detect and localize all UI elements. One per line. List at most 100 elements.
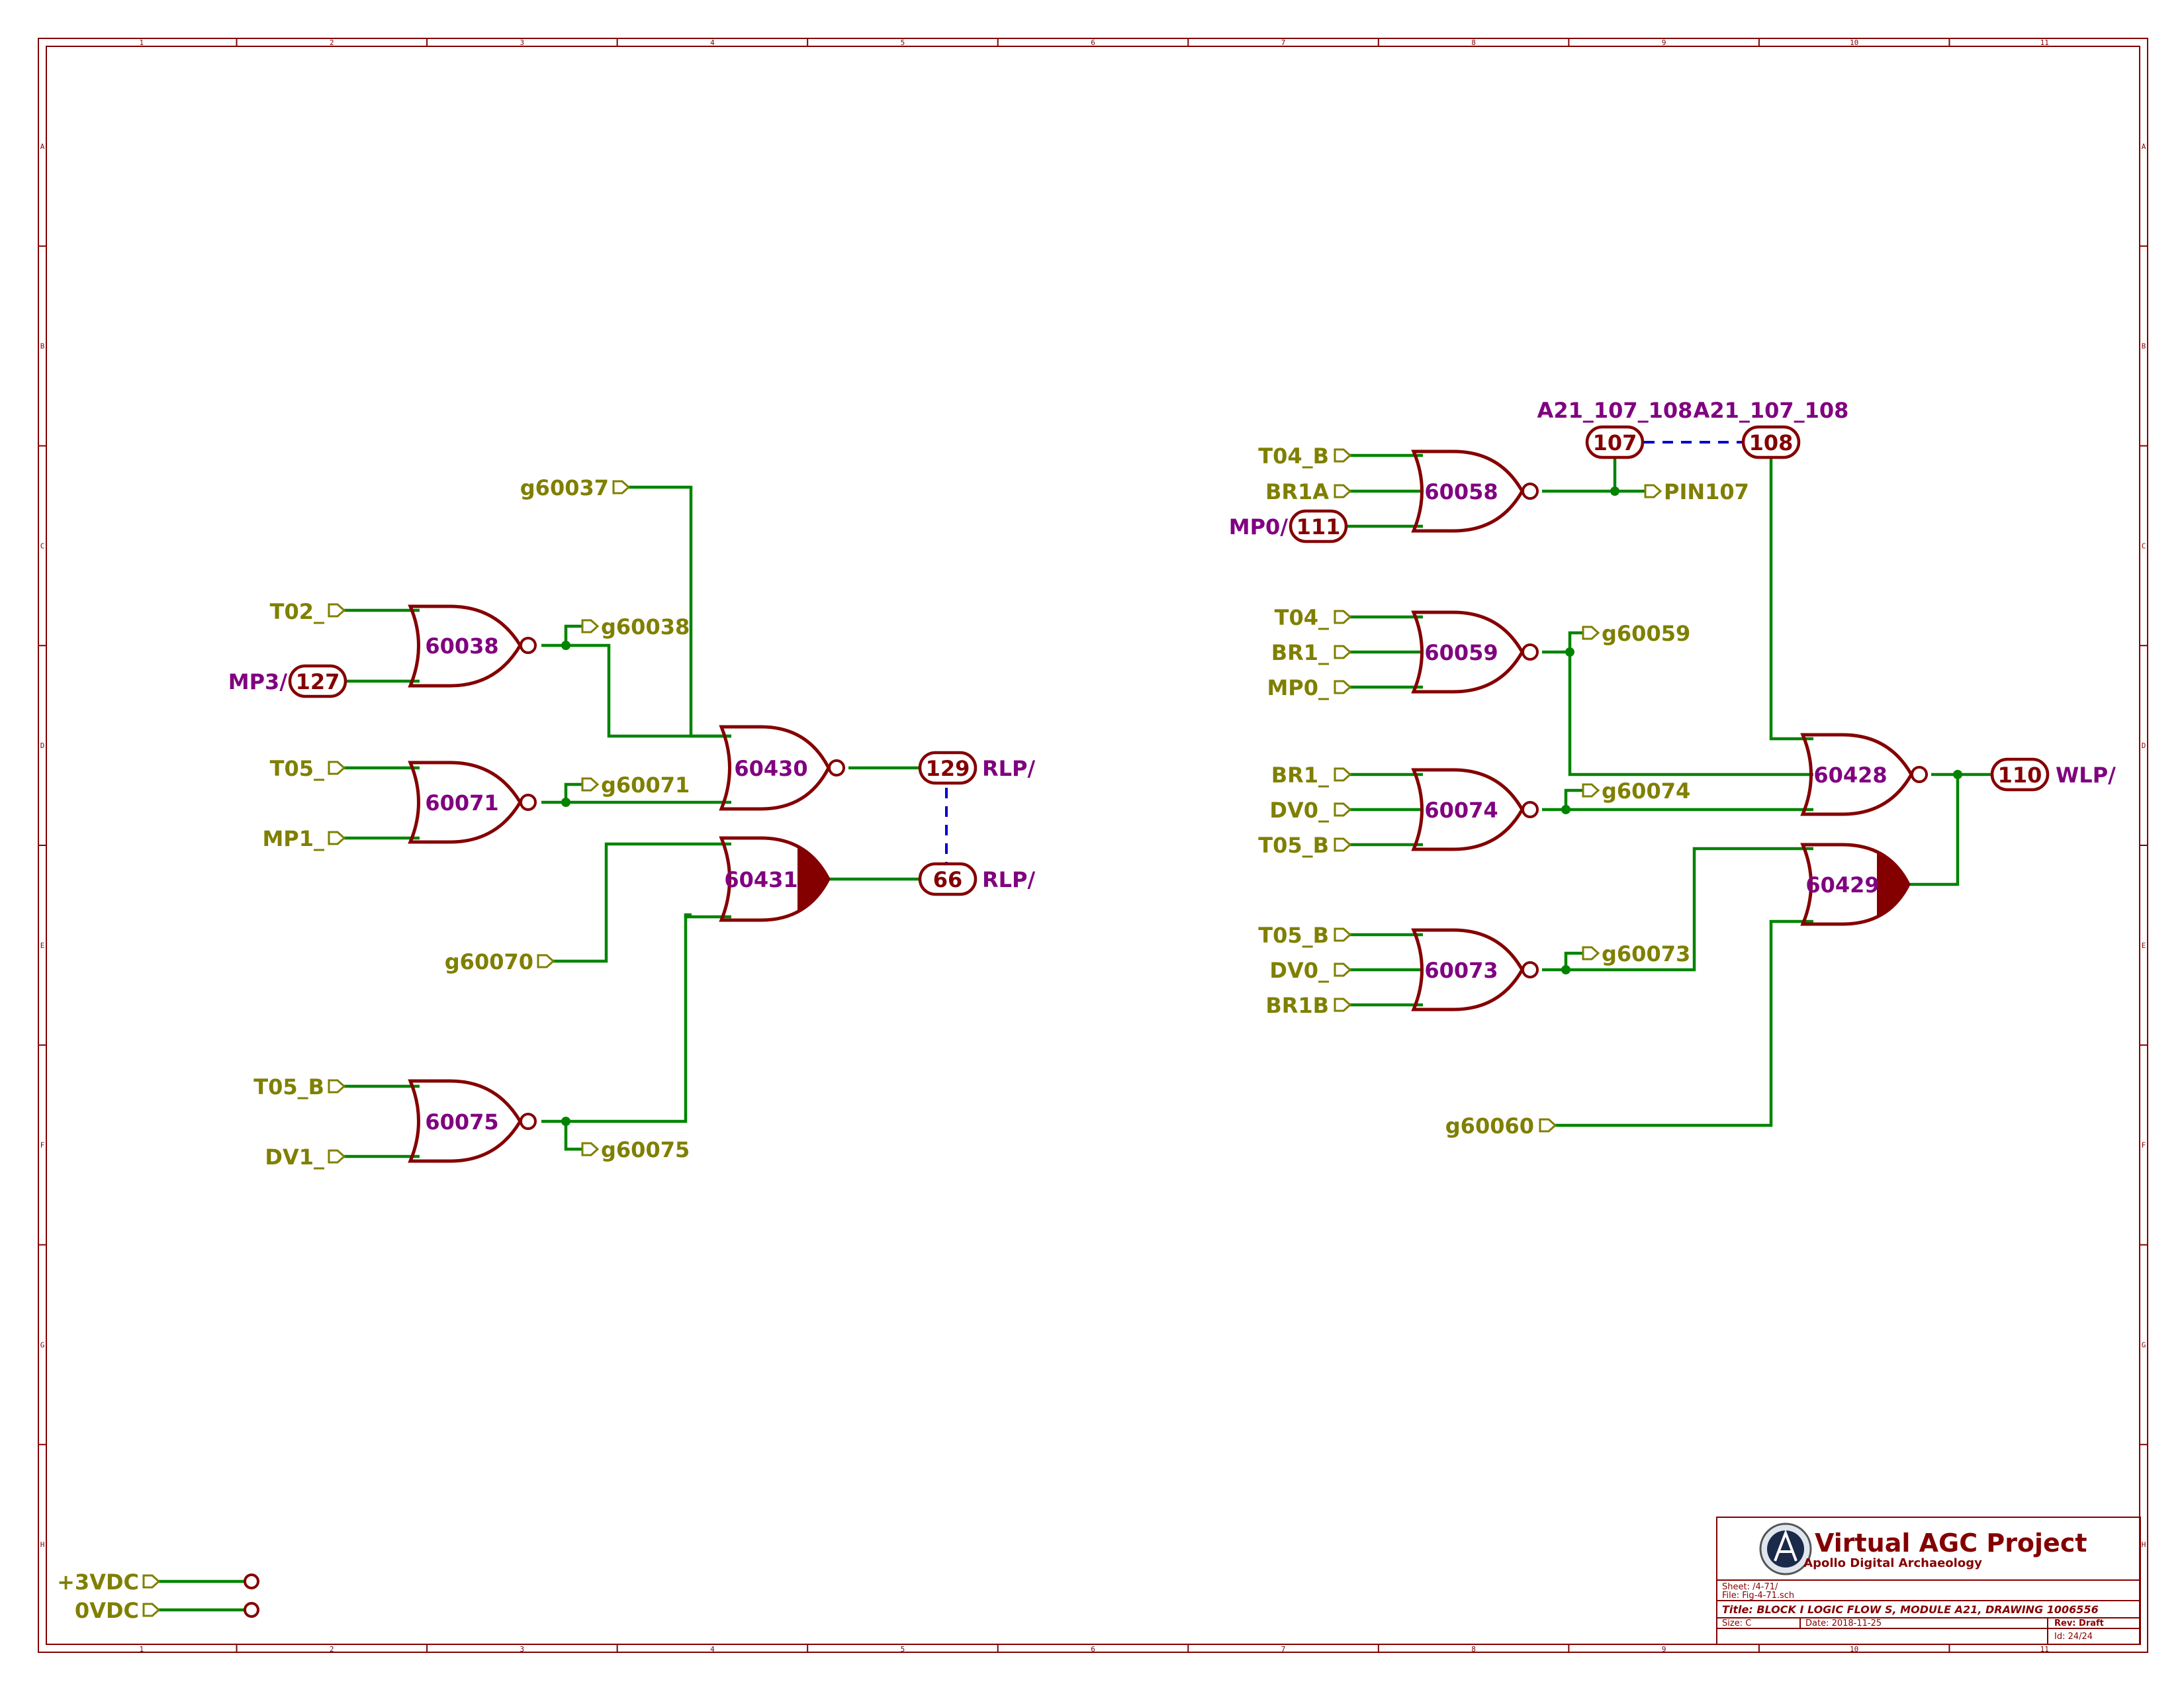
right-input-ports: T04_B BR1A 111 MP0/ T04_ BR1_ MP0_ BR1_ … bbox=[1229, 444, 1557, 1139]
input-label: DV1_ bbox=[265, 1145, 324, 1170]
gate-60073: 60073 bbox=[1411, 928, 1539, 1011]
frame-row-label-left: E bbox=[40, 941, 45, 950]
frame-col-label-bottom: 1 bbox=[139, 1645, 144, 1654]
net-label: A21_107_108 bbox=[1537, 398, 1693, 423]
input-label: g60037 bbox=[520, 475, 609, 500]
connector-label: 108 bbox=[1749, 430, 1794, 455]
frame-col-label-bottom: 11 bbox=[2040, 1645, 2049, 1654]
input-label: T05_B bbox=[1258, 923, 1329, 948]
gate-60430: 60430 bbox=[719, 725, 845, 811]
frame-col-label-bottom: 5 bbox=[901, 1645, 905, 1654]
frame-col-label-bottom: 2 bbox=[330, 1645, 334, 1654]
frame-col-label-bottom: 10 bbox=[1850, 1645, 1858, 1654]
gate-60071: 60071 bbox=[408, 761, 537, 844]
net-label: RLP/ bbox=[982, 756, 1035, 781]
frame-row-label-right: E bbox=[2142, 941, 2146, 950]
input-label: T05_ bbox=[270, 756, 324, 781]
frame-row-label-left: H bbox=[40, 1540, 45, 1549]
output-label: g60059 bbox=[1602, 621, 1690, 646]
output-label: g60038 bbox=[601, 614, 690, 639]
input-label: BR1B bbox=[1265, 993, 1329, 1018]
connector-label: 66 bbox=[933, 867, 963, 892]
frame-row-label-right: F bbox=[2142, 1141, 2146, 1150]
frame-col-label-bottom: 9 bbox=[1662, 1645, 1666, 1654]
frame-row-label-right: G bbox=[2142, 1340, 2146, 1349]
frame-col-label-bottom: 4 bbox=[710, 1645, 715, 1654]
frame-col-label-top: 2 bbox=[330, 38, 334, 47]
frame-col-label-bottom: 8 bbox=[1471, 1645, 1476, 1654]
gate-60058: 60058 bbox=[1411, 449, 1539, 533]
left-input-ports: T02_ 127 MP3/ T05_ MP1_ g60037 g60070 T0… bbox=[228, 475, 631, 1170]
gate-60428: 60428 bbox=[1800, 733, 1928, 816]
frame-col-label-top: 9 bbox=[1662, 38, 1666, 47]
gate-label: 60429 bbox=[1805, 872, 1879, 898]
title-block: Virtual AGC Project Apollo Digital Archa… bbox=[1716, 1517, 2141, 1645]
connector-label: 111 bbox=[1297, 514, 1341, 539]
net-label: A21_107_108 bbox=[1694, 398, 1849, 423]
gate-label: 60058 bbox=[1424, 479, 1498, 504]
gate-60429: 60429 bbox=[1800, 843, 1911, 926]
output-label: g60073 bbox=[1602, 941, 1690, 966]
frame-row-label-left: A bbox=[40, 142, 45, 151]
frame-col-label-top: 8 bbox=[1471, 38, 1476, 47]
frame-row-label-left: D bbox=[40, 741, 45, 750]
input-label: T04_ bbox=[1275, 605, 1329, 630]
gate-60038: 60038 bbox=[408, 604, 537, 688]
gate-60074: 60074 bbox=[1411, 768, 1539, 851]
connector-label: 107 bbox=[1593, 430, 1637, 455]
input-label: DV0_ bbox=[1269, 958, 1329, 983]
left-circuit: 60038 60071 60075 60430 60431 T02_ 12 bbox=[228, 475, 1036, 1170]
input-label: BR1_ bbox=[1271, 640, 1329, 665]
frame-row-label-right: B bbox=[2142, 342, 2146, 351]
net-label: RLP/ bbox=[982, 867, 1035, 892]
gate-label: 60038 bbox=[425, 633, 498, 659]
left-output-ports: g60038 g60071 g60075 129 RLP/ 66 RLP/ bbox=[581, 614, 1035, 1162]
frame-row-label-left: G bbox=[40, 1340, 45, 1349]
frame-col-label-top: 7 bbox=[1281, 38, 1286, 47]
revision: Rev: Draft bbox=[2054, 1618, 2104, 1628]
frame-row-label-right: A bbox=[2142, 142, 2146, 151]
gate-label: 60075 bbox=[425, 1109, 498, 1135]
frame-col-label-top: 11 bbox=[2040, 38, 2049, 47]
frame-row-label-left: F bbox=[40, 1141, 45, 1150]
drawing-date: Date: 2018-11-25 bbox=[1805, 1618, 1882, 1628]
sheet-name: Sheet: /4-71/ bbox=[1722, 1582, 1778, 1592]
frame-col-label-top: 6 bbox=[1091, 38, 1095, 47]
gate-label: 60431 bbox=[724, 867, 797, 892]
input-label: T05_B bbox=[253, 1074, 324, 1100]
output-label: g60075 bbox=[601, 1137, 690, 1162]
gate-label: 60430 bbox=[734, 756, 807, 781]
frame-col-label-top: 5 bbox=[901, 38, 905, 47]
agc-logo-icon bbox=[1759, 1523, 1812, 1575]
frame-row-label-right: H bbox=[2142, 1540, 2146, 1549]
frame-col-label-top: 10 bbox=[1850, 38, 1858, 47]
connector-label: 129 bbox=[926, 756, 970, 781]
gate-label: 60073 bbox=[1424, 958, 1498, 983]
connector-label: 127 bbox=[296, 669, 340, 694]
gate-label: 60071 bbox=[425, 790, 498, 816]
project-title: Virtual AGC Project bbox=[1815, 1528, 2087, 1558]
input-label: g60060 bbox=[1445, 1113, 1534, 1139]
input-label: T05_B bbox=[1258, 833, 1329, 858]
output-label: g60071 bbox=[601, 773, 690, 798]
project-subtitle: Apollo Digital Archaeology bbox=[1803, 1556, 1982, 1570]
frame-col-label-bottom: 3 bbox=[520, 1645, 525, 1654]
right-output-ports: PIN107 g60059 g60074 g60073 107 A21_107_… bbox=[1537, 398, 2116, 966]
input-label: MP0_ bbox=[1267, 675, 1329, 700]
input-label: T02_ bbox=[270, 599, 324, 624]
gate-60431: 60431 bbox=[719, 836, 831, 922]
right-circuit: 60058 60059 60074 60073 60428 60429 bbox=[1229, 398, 2116, 1139]
gate-60075: 60075 bbox=[408, 1079, 537, 1163]
net-label: MP3/ bbox=[228, 669, 288, 694]
frame-col-label-top: 3 bbox=[520, 38, 525, 47]
frame-row-label-right: D bbox=[2142, 741, 2146, 750]
frame-row-label-right: C bbox=[2142, 541, 2146, 550]
frame-row-label-left: C bbox=[40, 541, 45, 550]
input-label: BR1A bbox=[1265, 479, 1329, 504]
gate-60059: 60059 bbox=[1411, 610, 1539, 694]
gate-label: 60428 bbox=[1813, 763, 1887, 788]
frame-col-label-bottom: 7 bbox=[1281, 1645, 1286, 1654]
sheet-size: Size: C bbox=[1722, 1618, 1751, 1628]
input-label: DV0_ bbox=[1269, 798, 1329, 823]
input-label: T04_B bbox=[1258, 444, 1329, 469]
